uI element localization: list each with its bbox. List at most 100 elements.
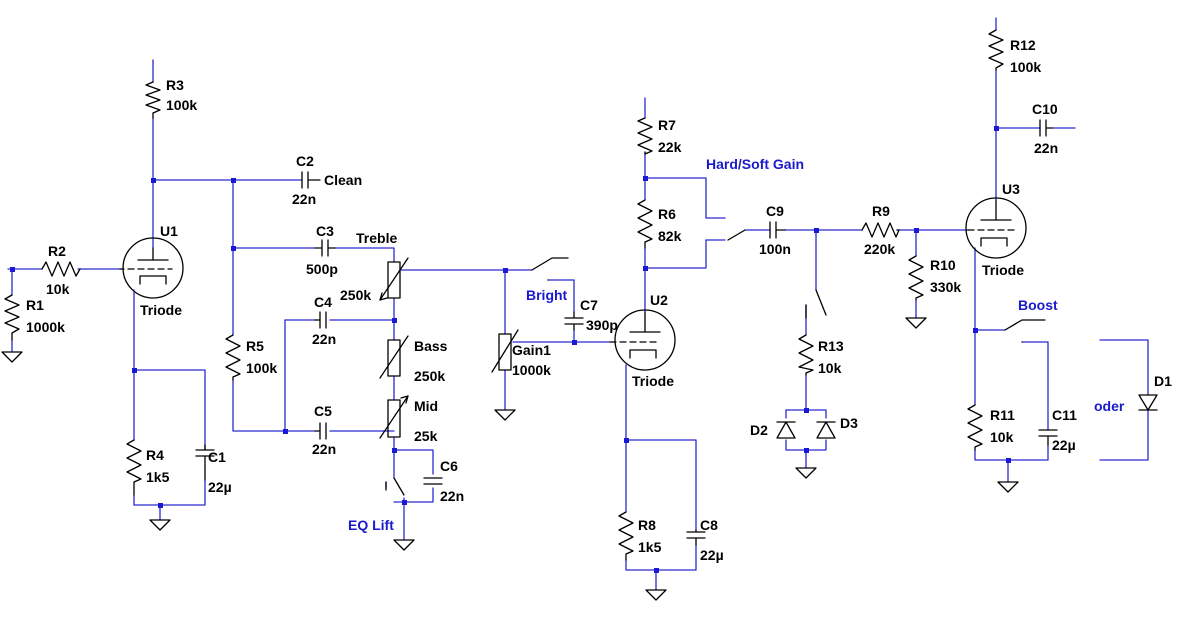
capacitor-c3 — [314, 239, 336, 257]
r2-ref: R2 — [48, 243, 66, 259]
clean-net-label: Clean — [324, 172, 362, 188]
capacitor-c1 — [195, 444, 215, 481]
capacitor-c2 — [301, 171, 321, 189]
diode-d3 — [816, 421, 836, 439]
c3-value: 500p — [306, 261, 338, 277]
gain1-value: 1000k — [512, 362, 551, 378]
r1-ref: R1 — [26, 297, 44, 313]
switch-hard-soft — [705, 217, 746, 241]
resistor-r12 — [988, 29, 1004, 71]
r5-value: 100k — [246, 360, 277, 376]
c10-value: 22n — [1034, 140, 1058, 156]
junctions — [10, 126, 1011, 573]
pot-mid — [379, 395, 409, 439]
gain1-ref: Gain1 — [512, 342, 551, 358]
eq-lift-label: EQ Lift — [348, 517, 394, 533]
c1-value: 22µ — [208, 479, 232, 495]
u3-value: Triode — [982, 262, 1024, 278]
switch-eq-lift — [385, 477, 405, 496]
capacitor-c9 — [769, 221, 786, 239]
d1-ref: D1 — [1154, 373, 1172, 389]
triode-u3 — [965, 197, 1027, 259]
r8-ref: R8 — [638, 517, 656, 533]
oder-label: oder — [1094, 398, 1125, 414]
resistor-r7 — [637, 117, 653, 155]
d2-ref: D2 — [750, 422, 768, 438]
c4-value: 22n — [312, 331, 336, 347]
diode-d1 — [1138, 394, 1158, 411]
resistor-r2 — [41, 261, 81, 277]
mid-ref: Mid — [414, 398, 438, 414]
u1-value: Triode — [140, 302, 182, 318]
treble-ref: Treble — [356, 230, 397, 246]
r4-value: 1k5 — [146, 469, 170, 485]
ground-symbols — [1, 317, 1019, 601]
c9-value: 100n — [759, 241, 791, 257]
switch-bright — [531, 257, 569, 281]
c6-ref: C6 — [440, 458, 458, 474]
capacitor-c6 — [423, 477, 443, 485]
pot-bass — [379, 335, 409, 379]
r9-value: 220k — [864, 241, 895, 257]
bright-label: Bright — [526, 287, 568, 303]
resistor-r4 — [126, 439, 142, 496]
u2-value: Triode — [632, 373, 674, 389]
c7-ref: C7 — [580, 297, 598, 313]
treble-value: 250k — [340, 287, 371, 303]
resistor-r13 — [798, 334, 814, 376]
capacitor-c11 — [1038, 429, 1058, 446]
r13-ref: R13 — [818, 338, 844, 354]
c10-ref: C10 — [1032, 101, 1058, 117]
capacitor-c7 — [564, 311, 584, 331]
capacitor-c10 — [1039, 119, 1053, 137]
pot-treble — [379, 257, 409, 301]
resistor-r5 — [225, 334, 241, 381]
c8-ref: C8 — [700, 517, 718, 533]
resistor-r11 — [967, 404, 983, 451]
r11-value: 10k — [990, 429, 1014, 445]
u3-ref: U3 — [1002, 181, 1020, 197]
r7-value: 22k — [658, 139, 682, 155]
r10-ref: R10 — [930, 257, 956, 273]
c11-ref: C11 — [1052, 407, 1077, 423]
c1-ref: C1 — [208, 449, 226, 465]
c3-ref: C3 — [316, 223, 334, 239]
capacitor-c5 — [314, 422, 327, 440]
c5-ref: C5 — [314, 403, 332, 419]
r12-value: 100k — [1010, 59, 1041, 75]
resistor-r8 — [618, 511, 634, 561]
r6-value: 82k — [658, 228, 682, 244]
bass-ref: Bass — [414, 338, 448, 354]
r12-ref: R12 — [1010, 37, 1036, 53]
pot-gain1 — [491, 329, 519, 373]
c5-value: 22n — [312, 441, 336, 457]
triode-u1 — [119, 237, 184, 299]
switch-boost — [1004, 319, 1046, 343]
r6-ref: R6 — [658, 206, 676, 222]
r13-value: 10k — [818, 360, 842, 376]
r8-value: 1k5 — [638, 539, 662, 555]
r3-value: 100k — [166, 97, 197, 113]
r7-ref: R7 — [658, 117, 676, 133]
triode-u2 — [609, 309, 676, 371]
c9-ref: C9 — [766, 203, 784, 219]
u2-ref: U2 — [650, 292, 668, 308]
c2-ref: C2 — [296, 153, 314, 169]
r10-value: 330k — [930, 279, 961, 295]
capacitor-c8 — [686, 529, 706, 546]
c11-value: 22µ — [1052, 437, 1076, 453]
r9-ref: R9 — [872, 203, 890, 219]
c7-value: 390p — [586, 317, 618, 333]
r5-ref: R5 — [246, 338, 264, 354]
resistor-r6 — [637, 199, 653, 249]
bass-value: 250k — [414, 368, 445, 384]
capacitor-c4 — [314, 311, 327, 329]
resistor-r9 — [861, 222, 900, 238]
c4-ref: C4 — [314, 294, 332, 310]
resistor-r1 — [4, 294, 20, 341]
u1-ref: U1 — [160, 223, 178, 239]
d3-ref: D3 — [840, 415, 858, 431]
r2-value: 10k — [46, 281, 70, 297]
c8-value: 22µ — [700, 547, 724, 563]
switch-r13 — [805, 289, 827, 319]
